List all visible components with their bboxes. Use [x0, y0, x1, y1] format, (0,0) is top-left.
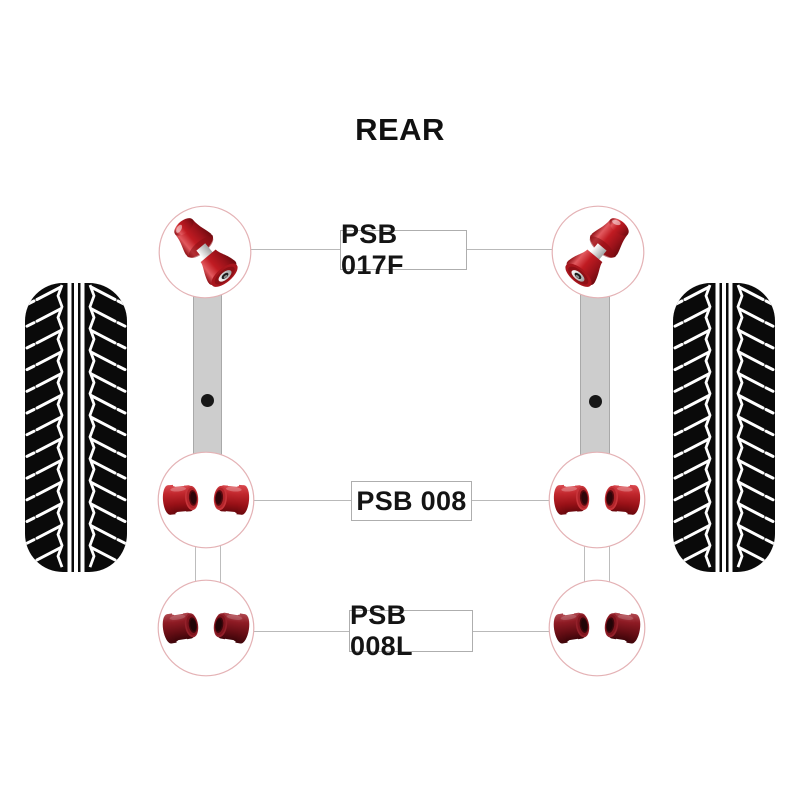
right-trailing-arm — [580, 294, 610, 458]
part-label-lower: PSB 008L — [349, 600, 473, 661]
leader-line — [472, 631, 553, 632]
part-label-middle: PSB 008 — [351, 481, 472, 521]
right-tire-icon — [673, 283, 775, 572]
left-trailing-arm — [193, 294, 222, 458]
left-pivot-dot — [200, 393, 214, 407]
part-label-text: PSB 008L — [350, 600, 413, 661]
callout-circle-upper-right — [551, 205, 645, 299]
callout-link-line — [194, 540, 196, 588]
part-label-text: PSB 017F — [341, 219, 404, 280]
callout-circle-middle-right — [548, 451, 646, 549]
callout-circle-lower-right — [548, 579, 646, 677]
leader-line — [248, 249, 341, 250]
callout-link-line — [583, 540, 585, 588]
leader-line — [250, 631, 351, 632]
left-tire-icon — [25, 283, 127, 572]
leader-line — [471, 500, 551, 501]
part-label-text: PSB 008 — [356, 485, 467, 516]
page-title: REAR — [355, 112, 445, 147]
callout-circle-lower-left — [157, 579, 255, 677]
part-label-upper: PSB 017F — [340, 219, 467, 280]
callout-circle-middle-left — [157, 451, 255, 549]
right-pivot-dot — [588, 394, 602, 408]
callout-link-line — [219, 540, 221, 588]
leader-line — [466, 249, 554, 250]
leader-line — [250, 500, 353, 501]
callout-circle-upper-left — [158, 205, 252, 299]
callout-link-line — [608, 540, 610, 588]
